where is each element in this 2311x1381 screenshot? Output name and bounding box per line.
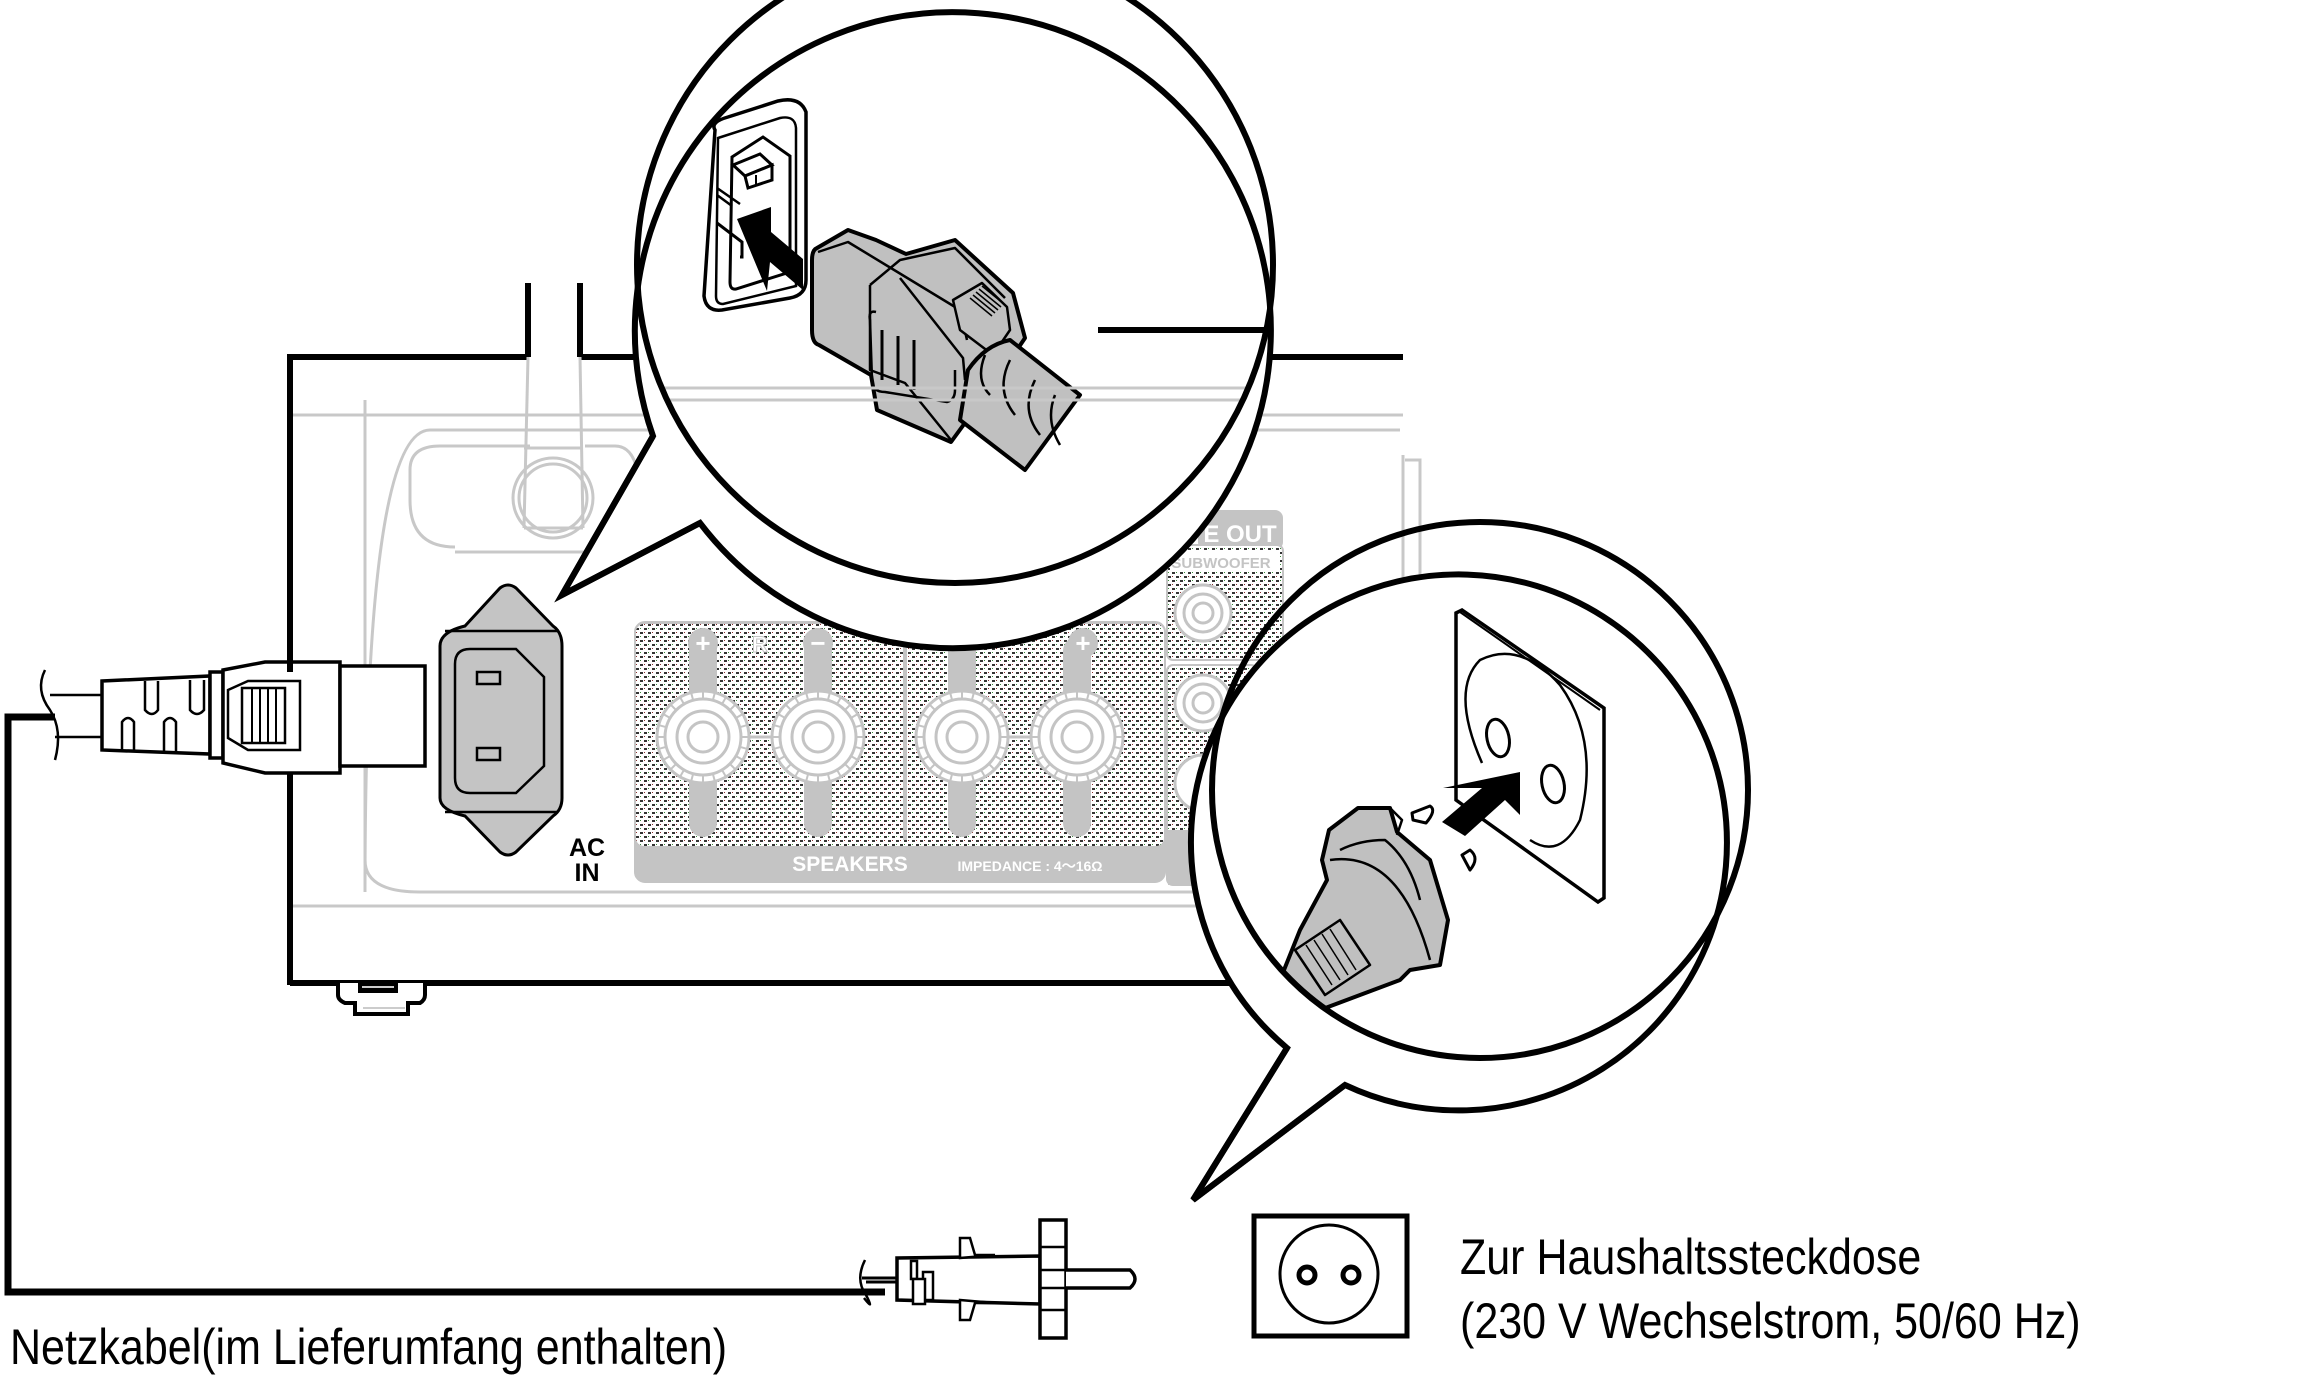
ac-in-label-line2: IN xyxy=(575,859,600,887)
terminal-mark-plus-left: + xyxy=(695,628,710,658)
subwoofer-label: SUBWOOFER xyxy=(1171,555,1270,572)
speaker-binding-post xyxy=(770,637,866,837)
device-foot xyxy=(336,983,427,1016)
outlet-label-line2: (230 V Wechselstrom, 50/60 Hz) xyxy=(1460,1293,2081,1349)
speaker-binding-post xyxy=(914,637,1010,837)
impedance-label: IMPEDANCE : 4～16Ω xyxy=(957,858,1102,874)
wall-outlet-icon xyxy=(1251,1213,1410,1339)
wall-socket-3d xyxy=(1454,607,1606,905)
inlet-pin-slot xyxy=(475,746,502,762)
terminal-mark-minus: − xyxy=(810,628,825,658)
ac-inlet: AC IN xyxy=(438,583,605,887)
speakers-label: SPEAKERS xyxy=(792,853,908,876)
speaker-binding-post xyxy=(1029,637,1125,837)
speaker-terminals: + R − + SPEAKERS IMPEDANCE : 4～16Ω xyxy=(634,621,1166,883)
terminal-mark-r: R xyxy=(752,632,768,657)
insert-arrow-icon xyxy=(1442,772,1520,836)
power-cable xyxy=(4,713,885,1296)
power-cable-label: Netzkabel(im Lieferumfang enthalten) xyxy=(10,1319,728,1375)
speaker-binding-post xyxy=(655,637,751,837)
speaker-terminal-marks: + R − + xyxy=(688,628,1098,658)
iec-plug-inserted xyxy=(39,660,427,775)
outlet-label-line1: Zur Haushaltssteckdose xyxy=(1460,1229,1922,1285)
schuko-plug-side xyxy=(859,1218,1137,1340)
callout-wall-plug xyxy=(1187,519,1751,1203)
subwoofer-jack xyxy=(1173,583,1233,643)
callout-iec-plug xyxy=(554,0,1276,652)
ac-in-label-line1: AC xyxy=(569,834,605,862)
insert-arrow-icon xyxy=(737,207,803,291)
terminal-mark-plus-right: + xyxy=(1075,628,1090,658)
inlet-pin-slot xyxy=(475,670,502,686)
preout-label: E OUT xyxy=(1203,521,1277,548)
antenna xyxy=(511,283,595,540)
